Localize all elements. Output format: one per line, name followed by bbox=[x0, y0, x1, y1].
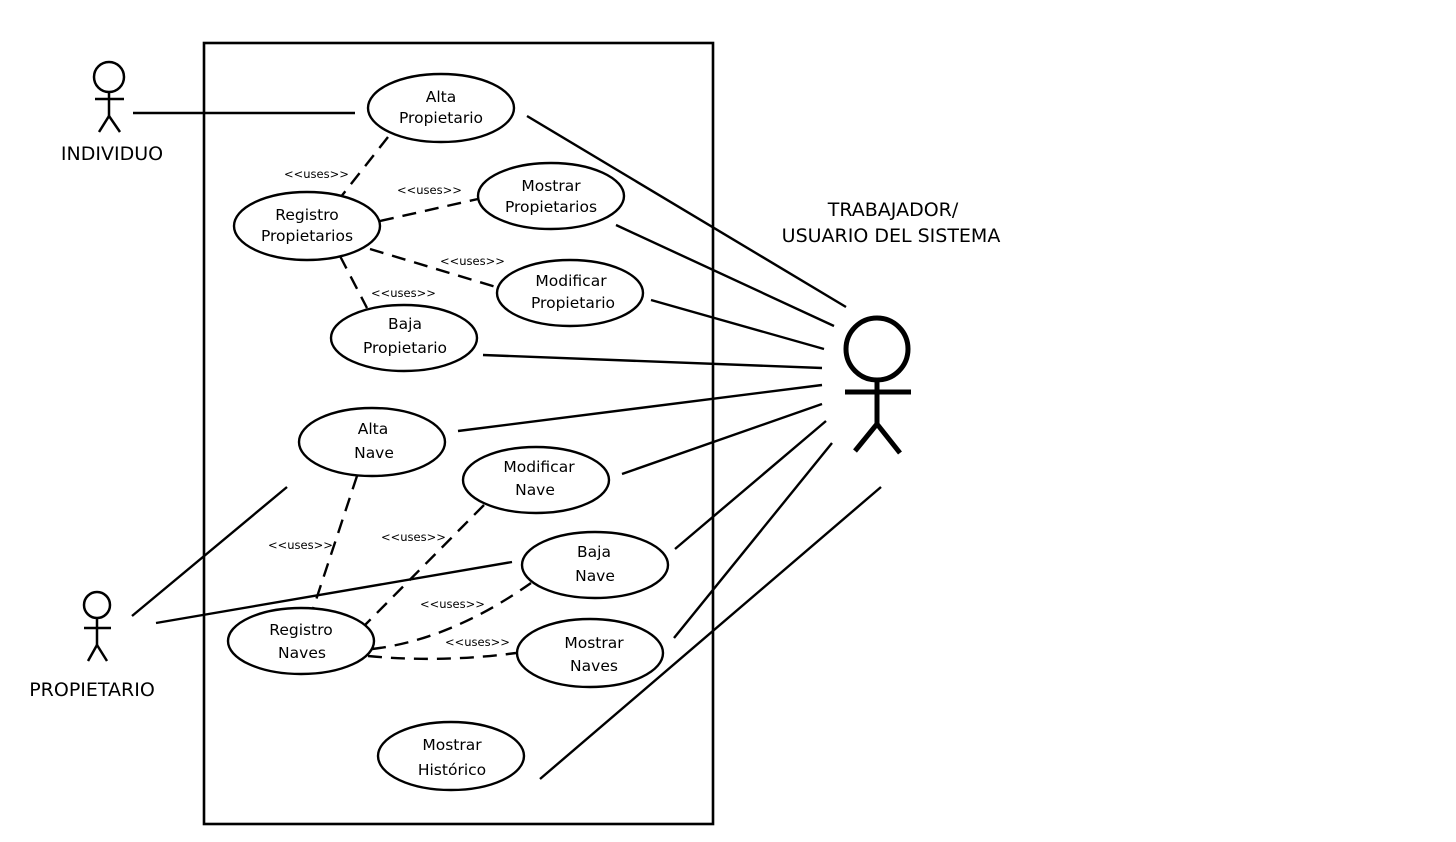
uses-label: <<uses>> bbox=[371, 286, 436, 300]
uses-label: <<uses>> bbox=[284, 167, 349, 181]
use-case-label: Mostrar bbox=[564, 634, 624, 652]
use-case-label: Modificar bbox=[535, 272, 607, 290]
use-case-alta-nave: Alta Nave bbox=[297, 406, 447, 478]
use-case-label: Mostrar bbox=[422, 736, 482, 754]
use-case-modificar-propietario: Modificar Propietario bbox=[495, 258, 645, 328]
use-case-mostrar-historico: Mostrar Histórico bbox=[376, 720, 526, 792]
use-case-ellipse bbox=[297, 406, 447, 478]
uses-line-modificar-nave bbox=[361, 504, 485, 629]
stick-figure-icon bbox=[843, 315, 911, 455]
uses-labels: <<uses>> <<uses>> <<uses>> <<uses>> <<us… bbox=[268, 167, 510, 649]
uses-line-baja-nave bbox=[371, 582, 532, 651]
assoc-propietario-baja-nave bbox=[155, 560, 513, 625]
use-case-label: Naves bbox=[278, 644, 326, 662]
use-case-ellipse bbox=[520, 530, 670, 600]
actor-label: TRABAJADOR/ bbox=[827, 199, 959, 221]
use-case-modificar-nave: Modificar Nave bbox=[461, 445, 611, 515]
assoc-trabajador-baja-propietario bbox=[482, 353, 823, 370]
use-case-label: Nave bbox=[354, 444, 394, 462]
use-case-label: Alta bbox=[426, 88, 457, 106]
use-case-registro-propietarios: Registro Propietarios bbox=[232, 190, 382, 262]
use-case-label: Modificar bbox=[503, 458, 575, 476]
use-case-label: Baja bbox=[388, 315, 422, 333]
use-case-baja-propietario: Baja Propietario bbox=[329, 303, 479, 373]
uses-label: <<uses>> bbox=[420, 597, 485, 611]
stick-figure-icon bbox=[92, 60, 126, 133]
actor-trabajador: TRABAJADOR/ USUARIO DEL SISTEMA bbox=[782, 199, 1001, 455]
actor-individuo: INDIVIDUO bbox=[61, 60, 163, 165]
use-case-ellipse bbox=[232, 190, 382, 262]
use-case-label: Alta bbox=[358, 420, 389, 438]
use-case-alta-propietario: Alta Propietario bbox=[366, 72, 516, 144]
assoc-trabajador-alta-propietario bbox=[526, 114, 847, 309]
assoc-trabajador-mostrar-naves bbox=[673, 442, 833, 639]
use-case-label: Mostrar bbox=[521, 177, 581, 195]
use-case-mostrar-propietarios: Mostrar Propietarios bbox=[476, 161, 626, 231]
assoc-trabajador-modificar-nave bbox=[621, 402, 823, 476]
use-case-ellipse bbox=[376, 720, 526, 792]
uses-label: <<uses>> bbox=[445, 635, 510, 649]
assoc-trabajador-alta-nave bbox=[457, 383, 823, 433]
use-case-label: Naves bbox=[570, 657, 618, 675]
use-case-label: Registro bbox=[269, 621, 332, 639]
assoc-trabajador-mostrar-historico bbox=[539, 486, 882, 780]
uses-line-mostrar-naves bbox=[367, 651, 517, 661]
actor-label: PROPIETARIO bbox=[29, 679, 155, 701]
uses-label: <<uses>> bbox=[397, 183, 462, 197]
actor-label: INDIVIDUO bbox=[61, 143, 163, 165]
use-case-ellipse bbox=[461, 445, 611, 515]
uses-label: <<uses>> bbox=[268, 538, 333, 552]
use-case-label: Nave bbox=[575, 567, 615, 585]
uses-label: <<uses>> bbox=[440, 254, 505, 268]
assoc-propietario-alta-nave bbox=[131, 486, 288, 617]
use-case-ellipse bbox=[515, 617, 665, 689]
use-case-mostrar-naves: Mostrar Naves bbox=[515, 617, 665, 689]
associations bbox=[131, 111, 882, 780]
uses-line-alta-propietario bbox=[339, 136, 389, 199]
stick-figure-icon bbox=[82, 590, 112, 662]
use-case-label: Propietarios bbox=[261, 227, 353, 245]
use-case-baja-nave: Baja Nave bbox=[520, 530, 670, 600]
use-case-label: Histórico bbox=[418, 761, 486, 779]
system-boundary bbox=[202, 41, 715, 826]
assoc-trabajador-modificar-propietario bbox=[650, 298, 825, 351]
use-case-registro-naves: Registro Naves bbox=[226, 606, 376, 676]
assoc-trabajador-mostrar-propietarios bbox=[615, 223, 835, 328]
use-case-label: Registro bbox=[275, 206, 338, 224]
assoc-trabajador-baja-nave bbox=[674, 420, 827, 550]
use-case-ellipse bbox=[329, 303, 479, 373]
use-case-label: Propietarios bbox=[505, 198, 597, 216]
uses-line-baja-propietario bbox=[338, 255, 369, 309]
use-case-ellipse bbox=[495, 258, 645, 328]
use-case-label: Nave bbox=[515, 481, 555, 499]
uses-label: <<uses>> bbox=[381, 530, 446, 544]
use-case-ellipse bbox=[476, 161, 626, 231]
uses-dependencies bbox=[311, 136, 532, 661]
use-case-ellipse bbox=[226, 606, 376, 676]
use-case-label: Propietario bbox=[363, 339, 447, 357]
use-case-label: Propietario bbox=[399, 109, 483, 127]
uses-line-mostrar-propietarios bbox=[379, 197, 479, 223]
use-case-ellipse bbox=[366, 72, 516, 144]
uses-line-alta-nave bbox=[311, 475, 359, 610]
use-case-label: Baja bbox=[577, 543, 611, 561]
actor-label: USUARIO DEL SISTEMA bbox=[782, 225, 1001, 247]
actor-propietario: PROPIETARIO bbox=[29, 590, 155, 701]
use-case-label: Propietario bbox=[531, 294, 615, 312]
